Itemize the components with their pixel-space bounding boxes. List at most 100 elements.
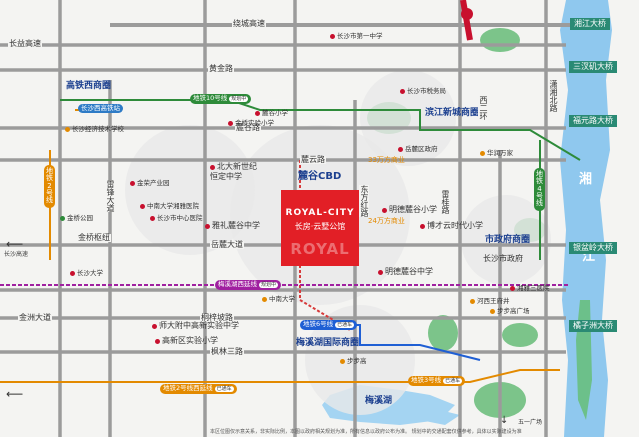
- park-se: [502, 323, 538, 347]
- poi-6[interactable]: 恒定中学: [210, 173, 242, 181]
- lugu-cbd-label[interactable]: 麓谷CBD: [298, 171, 342, 182]
- metro-line3[interactable]: 地铁3号线已通车: [408, 376, 466, 386]
- poi-16[interactable]: 长沙大学: [70, 270, 103, 277]
- poi-4[interactable]: 金桥实验小学: [228, 120, 274, 127]
- school-icon: [205, 223, 210, 229]
- hospital-icon: [510, 285, 515, 291]
- poi-9[interactable]: 明德麓谷中学: [378, 268, 433, 276]
- gov-icon: [400, 88, 405, 94]
- metro-line2w[interactable]: 地铁2号线西延线已通车: [160, 384, 237, 394]
- arrow-left-icon: ⟵: [6, 237, 24, 251]
- poi-8[interactable]: 明德麓谷小学: [382, 206, 437, 214]
- road-jinzhou: 金洲大道: [18, 313, 52, 322]
- metro-line3-name: 地铁3号线: [411, 376, 442, 384]
- wuyi-label: 五一广场: [518, 419, 543, 426]
- poi-10[interactable]: 博才云时代小学: [420, 222, 483, 230]
- poi-21[interactable]: 长沙市中心医院: [150, 215, 203, 222]
- metro-line2e[interactable]: 地铁2号线: [44, 165, 55, 208]
- shop-icon: [470, 298, 475, 304]
- poi-24-text: 岳麓区政府: [405, 145, 438, 153]
- road-xiyan: 潇湘北路: [548, 80, 558, 112]
- poi-20-text: 中南大学湘雅医院: [147, 202, 199, 210]
- bridge-xiangjiang[interactable]: 湘江大桥: [570, 18, 610, 30]
- poi-0[interactable]: 长沙市第一中学: [330, 33, 383, 40]
- meixi-lake-east: [410, 405, 460, 425]
- metro-west-hsr[interactable]: 长沙西高铁站: [78, 104, 123, 114]
- poi-7[interactable]: 雅礼麓谷中学: [205, 222, 260, 230]
- bridge-fuyuan[interactable]: 福元路大桥: [569, 115, 617, 127]
- metro-west-hsr-name: 长沙西高铁站: [81, 104, 120, 112]
- shizhengfu-label[interactable]: 市政府商圈: [485, 235, 531, 245]
- school-icon: [152, 323, 157, 329]
- school-icon: [255, 110, 260, 116]
- poi-5[interactable]: 北大新世纪: [210, 163, 257, 171]
- metro-line10[interactable]: 地铁10号线规划中: [190, 94, 252, 104]
- bridge-juzizhou[interactable]: 橘子洲大桥: [569, 320, 617, 332]
- poi-22-text: 金桥公园: [67, 214, 93, 222]
- meixi-shangquan-label[interactable]: 梅溪湖国际商圈: [296, 338, 360, 348]
- poi-3[interactable]: 麓谷小学: [255, 110, 288, 117]
- gov-circle: [461, 195, 551, 285]
- disclaimer: 本区位图仅示意关系，非实际比例，本图以政府相关规划为准，所有信息以政府公布为准。…: [210, 429, 522, 435]
- school-icon: [228, 120, 233, 126]
- poi-22[interactable]: 金桥公园: [60, 215, 93, 222]
- park-north: [480, 28, 520, 52]
- poi-18[interactable]: 湘雅三医院: [510, 285, 550, 292]
- poi-25[interactable]: 金荣产业园: [130, 180, 170, 187]
- poi-24[interactable]: 岳麓区政府: [398, 146, 438, 153]
- road-leifeng: 雷锋大道: [105, 180, 115, 212]
- road-luyun: 麓云路: [300, 155, 326, 164]
- poi-13-text: 中南大学: [269, 295, 295, 303]
- project-name-en: ROYAL-CITY: [285, 208, 355, 218]
- road-tongzi: 桐梓坡路: [200, 313, 234, 322]
- park-mid: [428, 315, 458, 351]
- poi-11[interactable]: 师大附中高新实验中学: [152, 322, 239, 330]
- poi-19-text: 步步高广场: [497, 307, 530, 315]
- binjiang-circle: [360, 70, 456, 166]
- poi-19[interactable]: 步步高广场: [490, 308, 530, 315]
- poi-15[interactable]: 华润万家: [480, 150, 513, 157]
- gov-icon: [398, 146, 403, 152]
- gaotie-label[interactable]: 高铁西商圈: [66, 81, 112, 91]
- park-icon: [60, 215, 65, 221]
- bridge-sancha[interactable]: 三汊矶大桥: [569, 61, 617, 73]
- poi-25-text: 金荣产业园: [137, 179, 170, 187]
- shop-icon: [340, 358, 345, 364]
- road-fengling: 枫林三路: [210, 347, 244, 356]
- poi-13[interactable]: 中南大学: [262, 296, 295, 303]
- poi-5-text: 北大新世纪: [217, 162, 257, 171]
- shop-icon: [490, 308, 495, 314]
- poi-10-text: 博才云时代小学: [427, 221, 483, 230]
- project-logo[interactable]: ROYAL-CITY 长房·云墅公馆 ROYAL: [281, 190, 359, 266]
- metro-meixi-sub: 规划中: [259, 282, 279, 288]
- poi-8-text: 明德麓谷小学: [389, 205, 437, 214]
- road-xierhuan: 西二环: [478, 96, 488, 120]
- arrow-down-icon: ↓: [500, 415, 509, 426]
- metro-meixi[interactable]: 梅溪湖西延线规划中: [215, 280, 282, 290]
- poi-6-text: 恒定中学: [210, 172, 242, 181]
- poi-2[interactable]: 长沙市税务局: [400, 88, 446, 95]
- school-icon: [65, 126, 70, 132]
- metro-line6-sub: 已通车: [335, 322, 355, 328]
- poi-3-text: 麓谷小学: [262, 109, 288, 117]
- poi-11-text: 师大附中高新实验中学: [159, 321, 239, 330]
- metro-line6[interactable]: 地铁6号线已通车: [300, 320, 358, 330]
- poi-18-text: 湘雅三医院: [517, 284, 550, 292]
- poi-1[interactable]: 长沙经济技术学校: [65, 126, 124, 133]
- poi-12[interactable]: 高新区实验小学: [155, 337, 218, 345]
- bridge-yinpen[interactable]: 银盆岭大桥: [569, 242, 617, 254]
- binjiang-label[interactable]: 滨江新城商圈: [425, 108, 480, 118]
- poi-14[interactable]: 步步高: [340, 358, 367, 365]
- metro-line3-sub: 已通车: [443, 378, 463, 384]
- poi-17[interactable]: 河西王府井: [470, 298, 510, 305]
- poi-2-text: 长沙市税务局: [407, 87, 446, 95]
- metro-line4[interactable]: 地铁4号线: [534, 168, 545, 211]
- road-yuelu: 岳麓大道: [210, 240, 244, 249]
- poi-9-text: 明德麓谷中学: [385, 267, 433, 276]
- poi-14-text: 步步高: [347, 357, 367, 365]
- hospital-icon: [140, 203, 145, 209]
- road-changyi: 长益高速: [8, 39, 42, 48]
- road-xiancheng: 绕城高速: [232, 19, 266, 28]
- poi-20[interactable]: 中南大学湘雅医院: [140, 203, 199, 210]
